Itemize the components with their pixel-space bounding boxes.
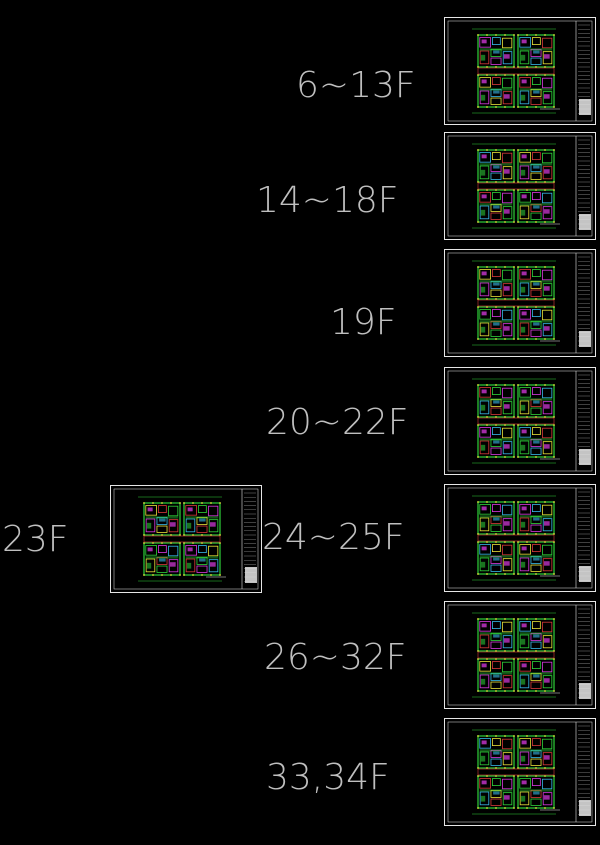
floor-label-33-34: 33,34F (266, 757, 390, 798)
floor-plan-sheet-19[interactable] (444, 249, 596, 357)
floor-plan-sheet-26-32[interactable] (444, 601, 596, 709)
floor-label-19: 19F (330, 302, 397, 343)
floor-label-24-25: 24~25F (262, 517, 405, 558)
floor-label-26-32: 26~32F (264, 637, 407, 678)
floor-plan-sheet-33-34[interactable] (444, 718, 596, 826)
floor-plan-sheet-14-18[interactable] (444, 132, 596, 240)
floor-label-14-18: 14~18F (256, 180, 399, 221)
floor-label-6-13: 6~13F (296, 65, 416, 106)
floor-plan-sheet-20-22[interactable] (444, 367, 596, 475)
floor-plan-sheet-23[interactable] (110, 485, 262, 593)
floor-plan-sheet-24-25[interactable] (444, 484, 596, 592)
floor-plan-sheet-6-13[interactable] (444, 17, 596, 125)
floor-label-23: 23F (2, 519, 69, 560)
floor-label-20-22: 20~22F (266, 402, 409, 443)
